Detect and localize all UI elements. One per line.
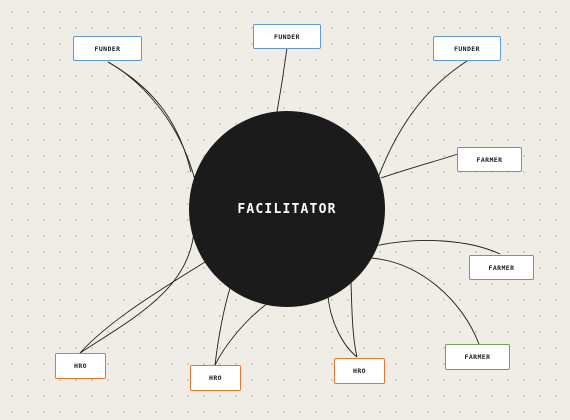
farmer-node-2[interactable]: FARMER [469,255,534,280]
node-label: FUNDER [274,32,300,41]
hro-node-1[interactable]: HRO [55,353,106,379]
link-facilitator-hro-2-a [214,287,231,366]
link-facilitator-farmer-1 [380,153,459,179]
farmer-node-3[interactable]: FARMER [445,344,510,370]
funder-node-1[interactable]: FUNDER [73,36,142,61]
link-facilitator-funder-2 [276,47,288,113]
link-facilitator-hro-1-a [79,261,206,354]
facilitator-label: FACILITATOR [237,201,337,217]
hro-node-3[interactable]: HRO [334,358,385,384]
node-label: FUNDER [454,44,480,53]
node-label: HRO [353,367,366,375]
link-facilitator-funder-1-a [107,61,197,185]
node-label: FUNDER [94,44,121,53]
node-label: FARMER [464,353,491,361]
link-facilitator-hro-3-a [327,295,358,358]
node-label: HRO [74,362,87,370]
node-label: FARMER [476,155,503,164]
node-label: HRO [209,374,222,382]
hro-node-2[interactable]: HRO [190,365,241,391]
link-facilitator-funder-1-b [107,61,192,173]
link-facilitator-funder-3 [377,60,468,179]
link-facilitator-hro-1-b [79,229,195,354]
funder-node-3[interactable]: FUNDER [433,36,501,61]
link-facilitator-hro-3-b [350,281,358,358]
link-facilitator-hro-2-b [214,302,269,366]
link-facilitator-farmer-3 [370,257,480,345]
funder-node-2[interactable]: FUNDER [253,24,321,49]
facilitator-node[interactable]: FACILITATOR [189,111,385,307]
farmer-node-1[interactable]: FARMER [457,147,522,172]
node-label: FARMER [488,263,515,272]
link-facilitator-farmer-2 [374,240,501,255]
